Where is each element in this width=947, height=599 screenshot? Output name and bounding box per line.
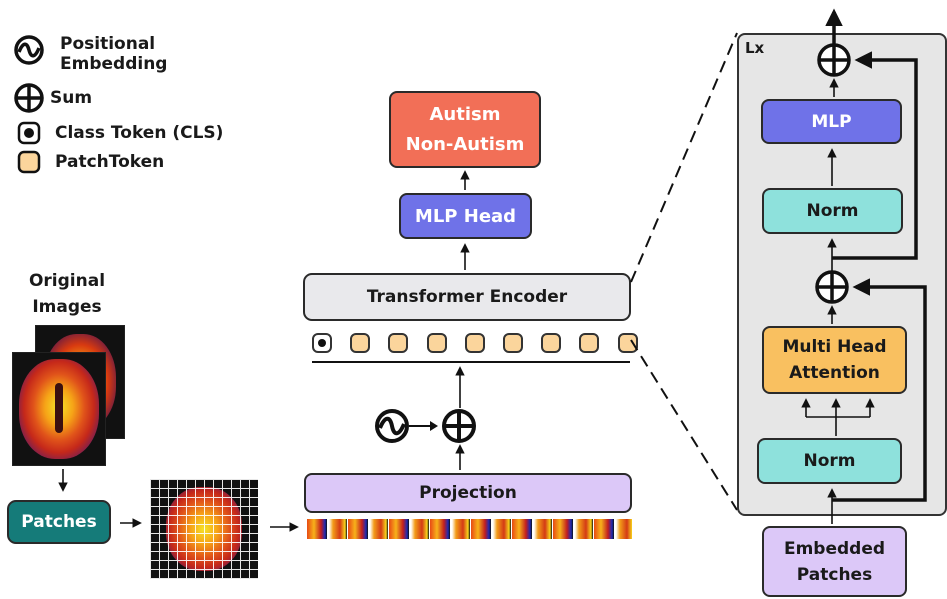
sum-icon [442,409,476,443]
class-token-dot [318,339,326,347]
encoder-norm-bottom-box: Norm [757,438,902,484]
legend-patch-token-label: PatchToken [55,152,165,172]
encoder-attention-box: Multi Head Attention [762,326,907,394]
encoder-norm-top-box: Norm [762,188,903,234]
encoder-mlp-box: MLP [761,99,902,144]
legend-positional-embedding-label: Positional Embedding [60,34,168,74]
projection-box: Projection [304,473,632,513]
positional-embedding-icon [375,409,409,443]
sum-icon [815,270,849,304]
embedded-patches-box: Embedded Patches [762,526,907,597]
patch-token-icon [17,150,41,174]
patch-grid-image [150,479,258,579]
legend-class-token-label: Class Token (CLS) [55,123,224,143]
patch-token [464,333,485,353]
positional-embedding-icon [14,35,44,65]
original-image-front [12,352,106,466]
sum-icon [817,43,851,77]
patch-token [388,333,409,353]
sum-icon [14,83,44,113]
transformer-encoder-box: Transformer Encoder [303,273,631,321]
patch-token [579,333,600,353]
patch-token [426,333,447,353]
patch-token [350,333,371,353]
patches-box: Patches [7,500,111,544]
mlp-head-box: MLP Head [399,193,532,239]
patch-token [503,333,523,353]
class-token [312,333,332,353]
patch-token [617,333,638,353]
patch-token [541,333,562,353]
class-token-icon [17,121,41,145]
patch-sequence-strip [307,519,632,539]
output-classes-box: Autism Non-Autism [389,91,541,168]
legend-sum-label: Sum [50,88,93,108]
encoder-repeat-label: Lx [745,39,765,57]
original-images-label: Original Images [28,271,106,317]
